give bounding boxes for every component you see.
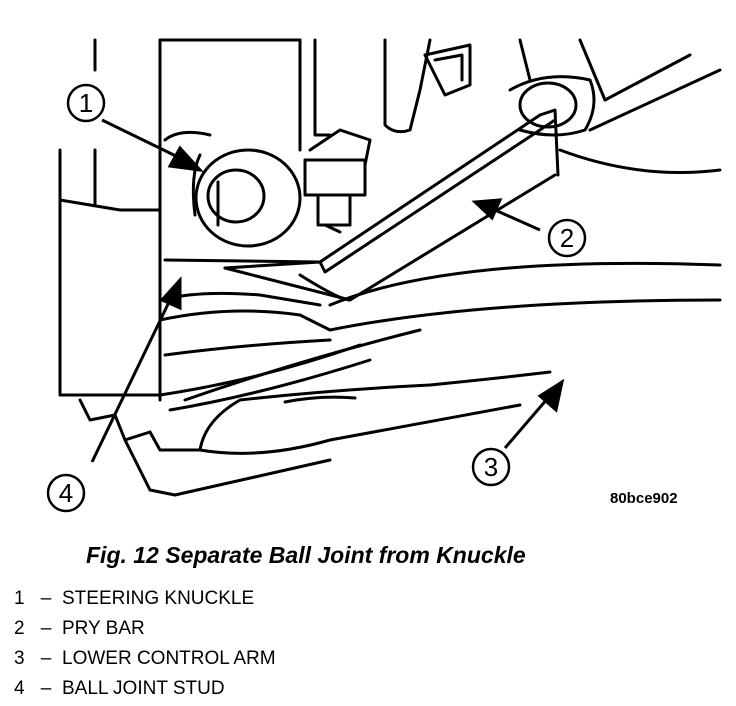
callout-2: 2 — [547, 218, 587, 258]
image-code: 80bce902 — [610, 490, 678, 507]
callout-4: 4 — [46, 473, 86, 513]
legend-label: PRY BAR — [62, 618, 145, 639]
callout-1: 1 — [66, 83, 106, 123]
legend-label: LOWER CONTROL ARM — [62, 648, 276, 669]
callout-3-number: 3 — [484, 452, 498, 482]
legend-item: 1–STEERING KNUCKLE — [14, 584, 276, 614]
callout-legend: 1–STEERING KNUCKLE 2–PRY BAR 3–LOWER CON… — [14, 584, 276, 704]
callout-2-number: 2 — [560, 223, 574, 253]
legend-label: STEERING KNUCKLE — [62, 588, 255, 609]
legend-dash: – — [40, 618, 52, 639]
callout-1-number: 1 — [79, 88, 93, 118]
legend-dash: – — [40, 648, 52, 669]
legend-number: 4 — [14, 678, 25, 699]
ball-joint-illustration: 1 2 3 4 — [46, 38, 722, 513]
legend-dash: – — [40, 678, 52, 699]
figure-caption: Fig. 12 Separate Ball Joint from Knuckle — [86, 542, 526, 568]
legend-item: 3–LOWER CONTROL ARM — [14, 644, 276, 674]
legend-label: BALL JOINT STUD — [62, 678, 225, 699]
legend-number: 2 — [14, 618, 25, 639]
legend-item: 2–PRY BAR — [14, 614, 276, 644]
pry-bar-shape — [223, 108, 560, 302]
legend-number: 3 — [14, 648, 25, 669]
callout-3: 3 — [471, 447, 511, 487]
callout-arrows — [90, 118, 565, 463]
mount-shape — [508, 38, 722, 174]
legend-item: 4–BALL JOINT STUD — [14, 674, 276, 704]
lower-control-arm-shape — [78, 261, 722, 497]
legend-dash: – — [40, 588, 52, 609]
steering-knuckle-shape — [58, 38, 472, 402]
callout-4-number: 4 — [59, 478, 73, 508]
legend-number: 1 — [14, 588, 25, 609]
